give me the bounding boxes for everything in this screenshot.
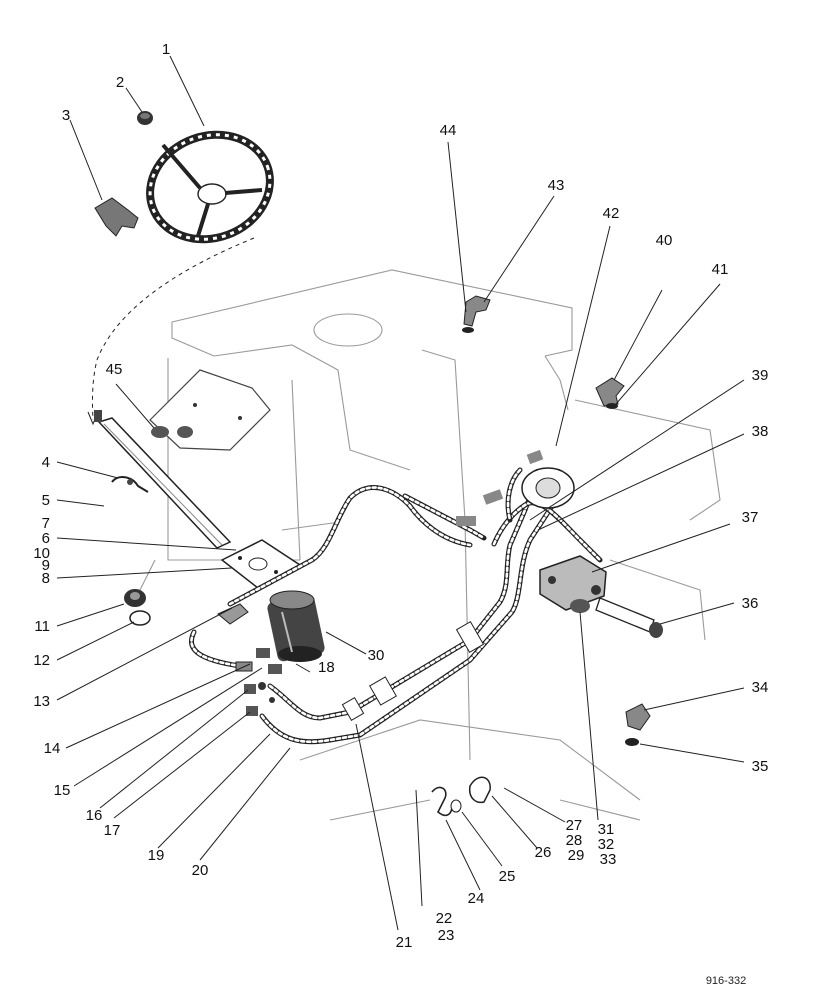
callout-31-33: 31 32 33 — [598, 821, 619, 868]
spacer-ring — [129, 610, 151, 626]
callout-40: 40 — [656, 232, 673, 249]
callout-43: 43 — [548, 177, 565, 194]
callout-8: 8 — [42, 570, 50, 587]
callout-15: 15 — [54, 782, 71, 799]
lever-bracket — [217, 603, 249, 625]
callout-4: 4 — [42, 454, 50, 471]
elbow-fitting-lower — [625, 703, 651, 746]
callout-27-29: 27 28 29 — [566, 817, 587, 864]
callout-16: 16 — [86, 807, 103, 824]
valve-fittings — [244, 648, 282, 716]
callout-7: 7 — [42, 515, 50, 532]
steering-column — [94, 410, 232, 549]
elbow-fitting-43 — [462, 295, 491, 333]
callout-14: 14 — [44, 740, 61, 757]
connector-42 — [526, 449, 544, 465]
callout-20: 20 — [192, 862, 209, 879]
figure-reference: 916-332 — [706, 975, 746, 987]
callout-42: 42 — [603, 205, 620, 222]
spinner-knob — [94, 197, 139, 237]
callout-36: 36 — [742, 595, 759, 612]
callout-1: 1 — [162, 41, 170, 58]
callout-44: 44 — [440, 122, 457, 139]
callout-26: 26 — [535, 844, 552, 861]
callout-37: 37 — [742, 509, 759, 526]
callout-11: 11 — [34, 618, 50, 635]
callout-18: 18 — [318, 659, 335, 676]
callout-17: 17 — [104, 822, 121, 839]
callout-45: 45 — [106, 361, 123, 378]
bushing — [124, 589, 146, 607]
callout-labels: 1 2 3 4 5 6 7 8 9 10 11 12 13 14 15 16 1… — [33, 41, 768, 951]
insert-25 — [450, 799, 462, 813]
callout-9: 9 — [42, 557, 50, 574]
steering-wheel — [146, 130, 274, 244]
callout-39: 39 — [752, 367, 769, 384]
column-clamp — [111, 476, 149, 493]
clip-24 — [431, 786, 453, 817]
callout-24: 24 — [468, 890, 485, 907]
callout-19: 19 — [148, 847, 165, 864]
callout-35: 35 — [752, 758, 769, 775]
callout-21: 21 — [396, 934, 413, 951]
elbow-fitting-40 — [595, 377, 625, 409]
callout-22-23: 22 23 — [436, 910, 457, 944]
callout-2: 2 — [116, 74, 124, 91]
callout-41: 41 — [712, 261, 729, 278]
callout-38: 38 — [752, 423, 769, 440]
tie-rod — [595, 597, 663, 638]
callout-13: 13 — [33, 693, 50, 710]
control-valve-block — [539, 555, 607, 613]
tractor-body-outline — [139, 269, 721, 821]
steering-valve — [267, 590, 325, 662]
callout-6: 6 — [42, 530, 50, 547]
hydraulic-hoses — [189, 467, 603, 745]
callout-25: 25 — [499, 868, 516, 885]
tube-clamps — [341, 621, 485, 721]
leader-lines — [56, 55, 745, 931]
wheel-cap — [137, 111, 153, 125]
upper-mount-bracket — [149, 369, 271, 451]
clip-26 — [468, 776, 491, 804]
assembly-path-line — [92, 237, 255, 421]
callout-10: 10 — [33, 545, 50, 562]
callout-3: 3 — [62, 107, 70, 124]
callout-34: 34 — [752, 679, 769, 696]
callout-5: 5 — [42, 492, 50, 509]
flow-divider — [456, 467, 575, 526]
callout-12: 12 — [33, 652, 50, 669]
lower-mount-plate — [220, 539, 302, 589]
callout-30: 30 — [368, 647, 385, 664]
